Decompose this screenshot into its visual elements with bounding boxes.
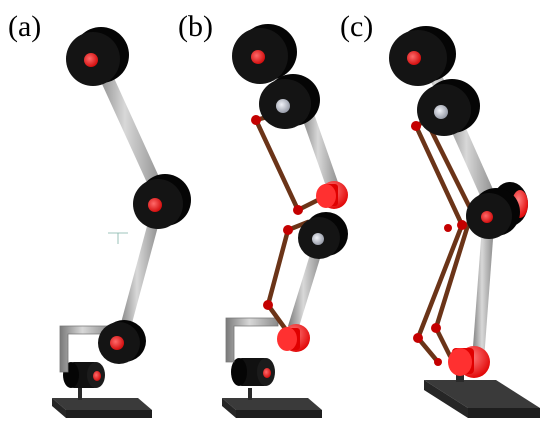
knee-joint-c — [466, 182, 528, 239]
shank-link-a — [118, 215, 160, 338]
tendon-nodes-c — [411, 121, 467, 366]
panel-b: (b) — [178, 10, 348, 418]
thigh-link-a — [92, 56, 165, 196]
base-plate-a — [52, 398, 152, 418]
hip-joint-c — [389, 26, 456, 86]
tendon-nodes-b — [251, 115, 303, 310]
ankle-bracket-b — [225, 317, 279, 363]
axis-marker-a — [108, 232, 128, 244]
base-plate-c — [424, 380, 540, 418]
shank-link-c — [472, 226, 494, 360]
lower-passive-joint-b — [298, 212, 348, 259]
base-plate-b — [222, 398, 322, 418]
panel-c-label: (c) — [340, 10, 373, 43]
ankle-active-joint-c — [448, 346, 490, 382]
tendon-network-c — [413, 109, 475, 365]
knee-active-joint-b — [316, 181, 348, 209]
panel-a: (a) — [8, 10, 191, 418]
knee-joint-a — [133, 174, 191, 229]
foot-actuator-b — [231, 358, 275, 400]
upper-passive-joint-c — [417, 79, 480, 136]
panel-c: (c) — [340, 10, 540, 418]
upper-passive-joint-b — [259, 74, 320, 129]
shank-link-b — [288, 248, 322, 330]
foot-actuator-a — [63, 362, 105, 400]
hip-joint-b — [232, 24, 297, 84]
ankle-active-joint-b — [277, 324, 310, 352]
panel-b-label: (b) — [178, 10, 213, 43]
panel-a-label: (a) — [8, 10, 41, 43]
hip-joint-a — [66, 27, 129, 86]
thigh-link-b — [300, 108, 340, 192]
ankle-joint-a — [98, 320, 146, 364]
